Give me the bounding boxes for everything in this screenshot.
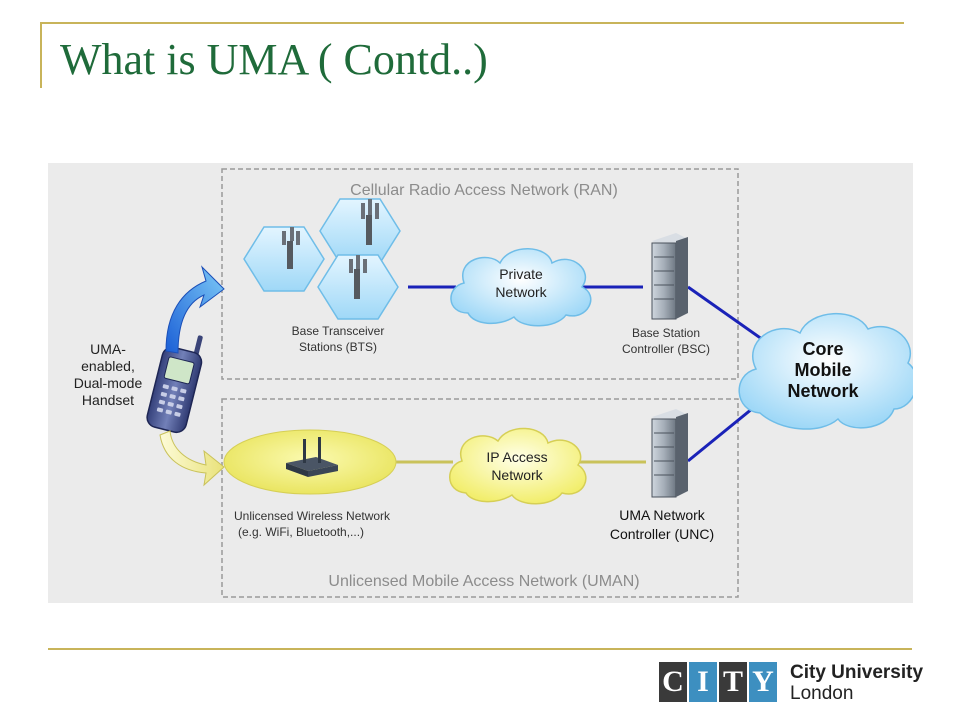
- logo-letter-i: I: [689, 662, 717, 702]
- logo-letter-c: C: [659, 662, 687, 702]
- arrow-to-ran: [165, 265, 225, 354]
- bts-cell-2: [319, 198, 401, 264]
- handset-phone-icon: [146, 335, 203, 434]
- unc-label-line-1: UMA Network: [619, 507, 706, 523]
- private-network-label-2: Network: [495, 284, 547, 300]
- handset-label-line-1: UMA-: [90, 341, 126, 357]
- core-label-line-2: Mobile: [795, 360, 852, 380]
- handset-label-line-4: Handset: [82, 392, 134, 408]
- unc-label-line-2: Controller (UNC): [610, 526, 714, 542]
- title-accent-line: [40, 22, 904, 24]
- private-network-cloud: Private Network: [450, 248, 592, 327]
- ran-region-box: [221, 168, 739, 380]
- ran-label: Cellular Radio Access Network (RAN): [350, 182, 618, 199]
- wireless-label-line-2: (e.g. WiFi, Bluetooth,...): [238, 525, 364, 539]
- core-label-line-3: Network: [787, 381, 859, 401]
- diagram-canvas: Cellular Radio Access Network (RAN) Unli…: [74, 168, 913, 598]
- slide-title: What is UMA ( Contd..): [60, 35, 488, 84]
- ip-access-label-1: IP Access: [486, 449, 547, 465]
- core-mobile-network-cloud: Core Mobile Network: [738, 313, 913, 430]
- uma-architecture-diagram: Cellular Radio Access Network (RAN) Unli…: [48, 163, 913, 603]
- logo-city: London: [790, 683, 854, 704]
- uman-region-box: [221, 398, 739, 598]
- logo-name: City University: [790, 662, 924, 683]
- wifi-router-icon: [286, 437, 338, 477]
- bsc-label-line-2: Controller (BSC): [622, 342, 710, 356]
- city-university-logo: C I T Y City University London: [659, 662, 923, 706]
- logo-letter-t: T: [719, 662, 747, 702]
- handset-label-line-3: Dual-mode: [74, 375, 143, 391]
- wireless-label-line-1: Unlicensed Wireless Network: [234, 509, 391, 523]
- bts-cell-1: [243, 226, 325, 292]
- unc-server-icon: [651, 409, 688, 498]
- ip-access-network-cloud: IP Access Network: [449, 427, 587, 505]
- ip-access-label-2: Network: [491, 467, 543, 483]
- bsc-server-icon: [651, 233, 688, 320]
- logo-letter-y: Y: [749, 662, 777, 702]
- tower-icon: [349, 255, 367, 299]
- handset-label-line-2: enabled,: [81, 358, 135, 374]
- title-accent-bar: [40, 22, 42, 88]
- bts-label-line-1: Base Transceiver: [292, 324, 385, 338]
- private-network-label-1: Private: [499, 266, 543, 282]
- footer-accent-line: [48, 648, 912, 650]
- tower-icon: [361, 199, 379, 245]
- bts-label-line-2: Stations (BTS): [299, 340, 377, 354]
- core-label-line-1: Core: [802, 339, 843, 359]
- arrow-to-uman: [159, 430, 225, 487]
- bsc-label-line-1: Base Station: [632, 326, 700, 340]
- tower-icon: [282, 227, 300, 269]
- uman-label: Unlicensed Mobile Access Network (UMAN): [328, 573, 639, 590]
